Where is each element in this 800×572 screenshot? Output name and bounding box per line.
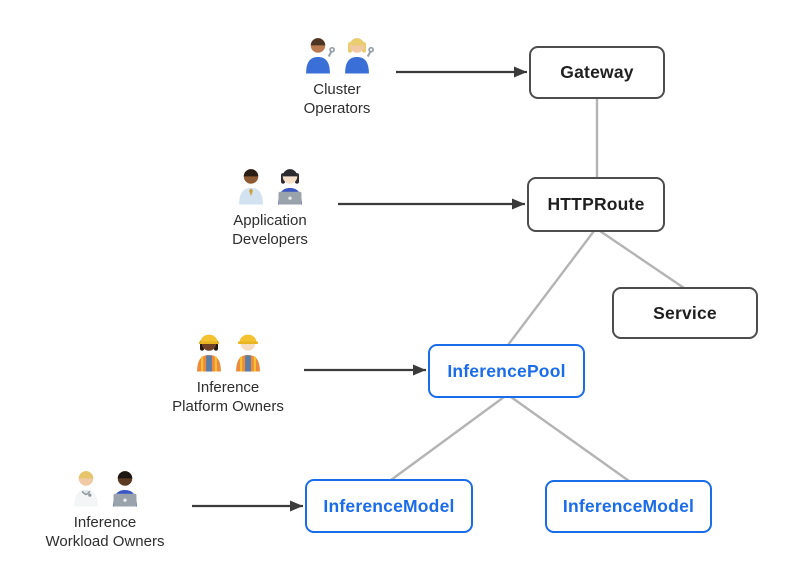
node-inferencemodel-2: InferenceModel: [545, 480, 712, 533]
node-httproute: HTTPRoute: [527, 177, 665, 232]
actor-inference-platform-owners: Inference Platform Owners: [133, 330, 323, 416]
application-developers-people-icon: [234, 163, 307, 205]
connector-httproute-service: [599, 230, 685, 289]
actor-label-line: Application: [233, 212, 307, 229]
person-icon: [235, 334, 260, 372]
node-label: Gateway: [560, 62, 634, 82]
cluster-operators-people-icon: [301, 32, 374, 74]
connector-inferencepool-inferencemodel-1: [390, 396, 505, 481]
node-label: HTTPRoute: [547, 194, 645, 214]
node-label: InferencePool: [447, 360, 566, 381]
node-inferencemodel-1: InferenceModel: [305, 479, 473, 533]
person-icon: [112, 471, 137, 507]
actor-inference-workload-owners: Inference Workload Owners: [10, 465, 200, 551]
node-label: Service: [653, 302, 717, 323]
person-icon: [196, 334, 221, 372]
actor-label: Cluster Operators: [304, 80, 371, 118]
person-icon: [238, 169, 263, 205]
node-label: InferenceModel: [323, 495, 455, 516]
person-icon: [73, 471, 98, 507]
actor-label: Inference Platform Owners: [172, 378, 284, 416]
node-label: InferenceModel: [562, 496, 695, 516]
actor-application-developers: Application Developers: [175, 163, 365, 249]
actor-label-line: Cluster: [313, 81, 361, 98]
person-icon: [344, 38, 374, 74]
actor-label-line: Platform Owners: [172, 398, 284, 415]
inference-platform-owners-people-icon: [192, 330, 265, 372]
actor-label-line: Inference: [196, 379, 260, 396]
person-icon: [305, 38, 335, 74]
node-inferencepool: InferencePool: [428, 344, 585, 398]
inference-workload-owners-people-icon: [69, 465, 142, 507]
actor-label-line: Inference: [73, 514, 137, 531]
actor-label-line: Operators: [303, 100, 371, 117]
node-gateway: Gateway: [529, 46, 665, 99]
actor-label: Application Developers: [232, 211, 308, 249]
actor-label-line: Developers: [232, 231, 308, 248]
actor-label-line: Workload Owners: [45, 533, 165, 550]
actor-label: Inference Workload Owners: [46, 513, 165, 551]
person-icon: [277, 169, 302, 205]
actor-cluster-operators: Cluster Operators: [242, 32, 432, 118]
connector-httproute-inferencepool: [507, 230, 595, 346]
node-service: Service: [612, 287, 758, 339]
connector-inferencepool-inferencemodel-2: [510, 396, 630, 482]
